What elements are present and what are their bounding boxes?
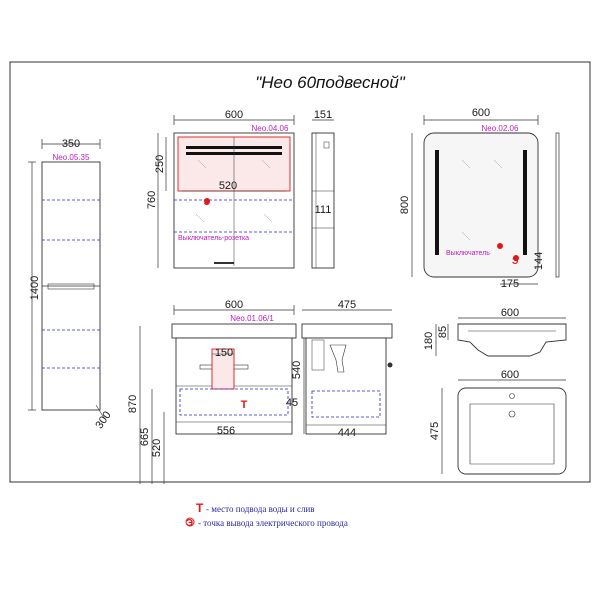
vanity-width-label: 600 (225, 299, 243, 311)
cabinet-width-label: 600 (225, 109, 243, 121)
sink-side-unit: 600 180 85 (423, 307, 567, 357)
sheet-frame (9, 61, 591, 483)
mirror-switch-marker (497, 243, 503, 249)
vanity-side-drawer-outline (311, 390, 381, 418)
column-width-label: 350 (62, 138, 80, 150)
cabinet-height-label: 760 (146, 191, 158, 209)
legend-water-marker: Т (196, 501, 204, 515)
faucet-hole (509, 393, 515, 399)
vanity-sink-top (171, 323, 297, 339)
led-mirror-unit: 600 Neo.02.06 Выключатель Э 800 175 144 (399, 107, 560, 290)
legend-power-marker: Э (186, 518, 193, 529)
mirror-code: Neo.02.06 (482, 124, 519, 133)
sink-side-width-label: 600 (501, 307, 519, 319)
sink-side-h180-label: 180 (423, 332, 435, 350)
vanity-side-body (305, 337, 387, 435)
column-code: Neo.05.35 (53, 153, 90, 162)
column-unit: 350 Neo.05.35 1400 300 (28, 138, 114, 431)
sink-side-h85-label: 85 (437, 326, 449, 338)
mirror-offset-x-label: 175 (501, 278, 519, 290)
legend-water-text: - место подвода воды и слив (206, 504, 315, 514)
sink-top-depth-label: 475 (429, 422, 441, 440)
vanity-depth-label: 475 (338, 299, 356, 311)
vanity-water-marker: Т (241, 399, 248, 411)
mirror-width-label: 600 (472, 107, 490, 119)
vanity-mount-665-label: 665 (139, 428, 151, 446)
mirror-offset-y-label: 144 (533, 252, 545, 270)
vanity-side-top (301, 323, 393, 339)
legend-power-text: - точка вывода электрического провода (198, 518, 348, 528)
cabinet-code: Neo.04.06 (252, 124, 289, 133)
cabinet-power-marker (204, 198, 210, 204)
cabinet-inner-width-label: 520 (219, 180, 237, 192)
vanity-mount-870-label: 870 (127, 395, 139, 413)
siphon-outline (329, 344, 347, 373)
mirror-led-strip (523, 150, 527, 255)
cabinet-shelf-label: 111 (315, 204, 332, 216)
mirror-power-marker (513, 255, 519, 261)
sink-top-unit: 600 475 (429, 369, 567, 475)
vanity-inner-depth-label: 444 (338, 427, 356, 439)
vanity-mount-520-label: 520 (151, 439, 163, 457)
mirror-side-view (555, 132, 560, 278)
vanity-code: Neo.01.06/1 (230, 314, 274, 323)
column-height-label: 1400 (29, 276, 41, 300)
drain-hole (508, 410, 516, 418)
sheet-title: "Нео 60подвесной" (255, 73, 406, 92)
cabinet-switch-label: Выключатель-розетка (178, 235, 249, 242)
sink-top-width-label: 600 (501, 369, 519, 381)
cabinet-handle (214, 262, 234, 264)
vanity-drawer-outline (179, 388, 289, 416)
column-depth-label: 300 (93, 409, 113, 431)
cabinet-power-letter: Э (204, 197, 211, 207)
sink-basin (469, 403, 555, 465)
vanity-inner-width-label: 556 (217, 425, 235, 437)
vanity-pipe-height-label: 45 (286, 397, 298, 409)
column-handle (47, 283, 95, 290)
mirror-power-letter: Э (512, 256, 519, 266)
mirror-height-label: 800 (399, 196, 411, 214)
cabinet-top-height-label: 250 (154, 155, 166, 173)
sink-top-outline (457, 387, 567, 475)
vanity-front-unit: 600 Neo.01.06/1 Т 150 556 540 870 665 52… (127, 299, 305, 484)
legend: Т - место подвода воды и слив Э - точка … (185, 501, 348, 529)
mirror-led-strip (435, 150, 439, 255)
vanity-pipe-width-label: 150 (215, 347, 233, 359)
mirror-glass (423, 132, 539, 278)
cabinet-side-view (311, 132, 335, 269)
vanity-side-unit: 475 444 45 (286, 299, 393, 439)
vanity-height-label: 540 (291, 361, 303, 379)
mirror-cabinet-unit: 600 Neo.04.06 520 Э Выключатель-розетка … (146, 109, 335, 269)
cabinet-depth-label: 151 (314, 109, 332, 121)
mirror-switch-label: Выключатель (446, 250, 490, 257)
sink-side-profile (457, 323, 567, 357)
